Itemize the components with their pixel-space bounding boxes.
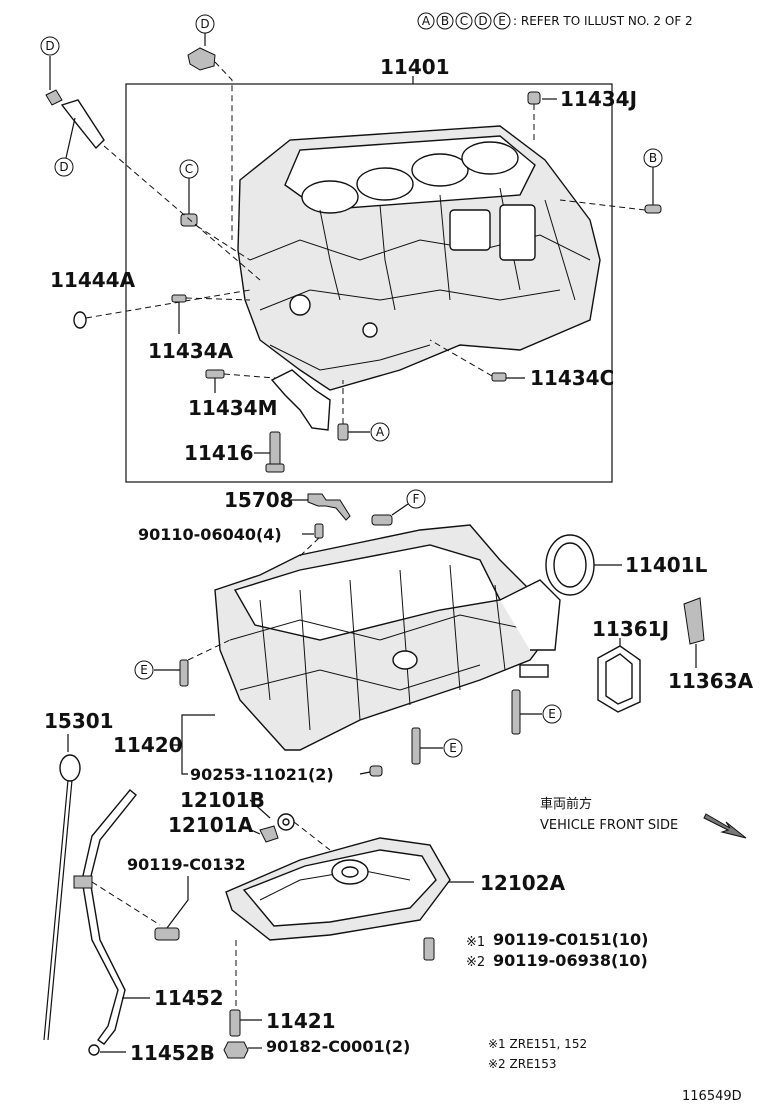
header-reference-note: A B C D E : REFER TO ILLUST NO. 2 OF 2: [417, 12, 693, 30]
label-11434M: 11434M: [188, 396, 277, 420]
svg-text:E: E: [140, 663, 148, 677]
svg-text:A: A: [376, 425, 385, 439]
label-90253: 90253-11021(2): [190, 765, 334, 784]
illustration-id: 116549D: [682, 1089, 742, 1104]
label-15301: 15301: [44, 709, 114, 733]
callout-e-right: [542, 704, 562, 724]
svg-text:E: E: [548, 707, 556, 721]
callout-c: [179, 159, 199, 179]
svg-text:F: F: [413, 492, 420, 506]
label-11444A: 11444A: [50, 268, 136, 292]
svg-text:A: A: [422, 14, 431, 28]
label-11363A: 11363A: [668, 669, 754, 693]
label-11416: 11416: [184, 441, 254, 465]
block-small-parts: 11434J B C D D D 11444A: [40, 14, 663, 473]
front-direction-arrow-icon: [703, 813, 747, 839]
cylinder-block-illustration: [237, 125, 601, 391]
callout-f: [406, 489, 426, 509]
label-90119-06938: 90119-06938(10): [493, 951, 648, 970]
svg-text:D: D: [200, 17, 209, 31]
label-11434C: 11434C: [530, 366, 614, 390]
label-90182: 90182-C0001(2): [266, 1037, 410, 1056]
label-12101A: 12101A: [168, 813, 254, 837]
header-note-text: : REFER TO ILLUST NO. 2 OF 2: [513, 14, 693, 28]
svg-text:C: C: [185, 162, 193, 176]
footnote-1: ※1 ZRE151, 152: [488, 1037, 587, 1051]
label-11421: 11421: [266, 1009, 336, 1033]
svg-text:E: E: [498, 14, 506, 28]
dipstick-guide-illustration: [73, 789, 161, 1045]
crankcase-illustration: [214, 524, 561, 751]
svg-text:B: B: [441, 14, 449, 28]
footnote-2: ※2 ZRE153: [488, 1057, 557, 1071]
callout-e-left: [134, 660, 154, 680]
label-11452B: 11452B: [130, 1041, 215, 1065]
svg-text:C: C: [460, 14, 468, 28]
front-side-en: VEHICLE FRONT SIDE: [540, 818, 678, 833]
callout-d-left-bottom: [54, 157, 74, 177]
callout-d-top: [195, 14, 215, 34]
label-15708: 15708: [224, 488, 294, 512]
label-12102A: 12102A: [480, 871, 566, 895]
dipstick-illustration: [43, 754, 81, 1041]
label-90119-C0151: 90119-C0151(10): [493, 930, 648, 949]
callout-b: [643, 148, 663, 168]
mark-1: ※1: [466, 935, 485, 950]
callout-d-left-top: [40, 36, 60, 56]
callout-a: [370, 422, 390, 442]
cylinder-block-frame: [125, 83, 613, 483]
svg-text:B: B: [649, 151, 657, 165]
svg-text:D: D: [59, 160, 68, 174]
callout-e-middle: [443, 738, 463, 758]
label-90119-C0132: 90119-C0132: [127, 855, 246, 874]
mark-2: ※2: [466, 955, 485, 970]
label-11401L: 11401L: [625, 553, 708, 577]
label-12101B: 12101B: [180, 788, 265, 812]
svg-text:D: D: [45, 39, 54, 53]
label-11434J: 11434J: [560, 87, 637, 111]
oil-pan-illustration: [225, 837, 451, 941]
front-side-jp: 車両前方: [540, 796, 592, 812]
svg-text:D: D: [478, 14, 487, 28]
label-11401: 11401: [380, 55, 450, 79]
label-11361J: 11361J: [592, 617, 669, 641]
label-11452: 11452: [154, 986, 224, 1010]
label-11434A: 11434A: [148, 339, 234, 363]
label-90110: 90110-06040(4): [138, 525, 282, 544]
svg-text:E: E: [449, 741, 457, 755]
